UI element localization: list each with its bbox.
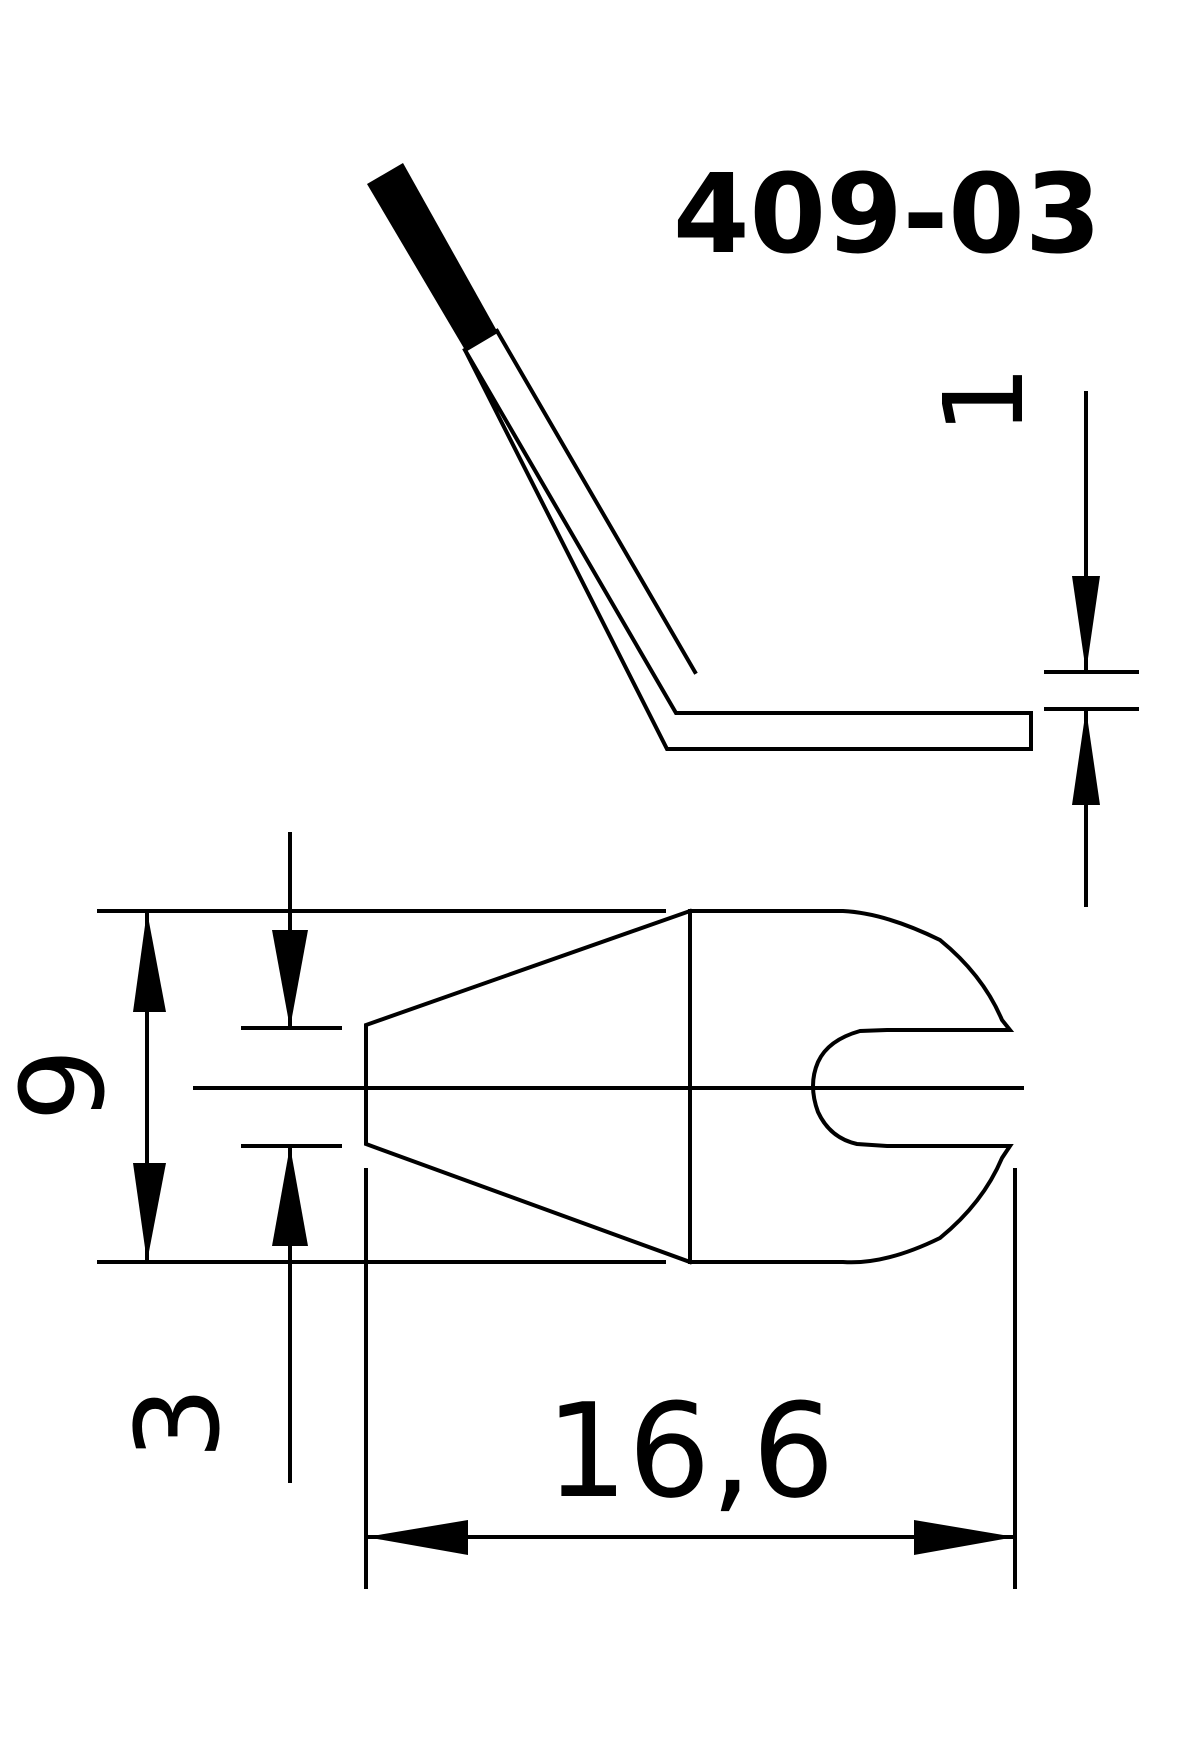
slot-arrow-bottom bbox=[272, 1146, 308, 1246]
thickness-arrow-top bbox=[1072, 576, 1100, 672]
slot-arrow-top bbox=[272, 930, 308, 1028]
side-view-tip bbox=[367, 163, 497, 350]
side-view-tip-edge bbox=[462, 328, 500, 353]
thickness-dimension: 1 bbox=[920, 365, 1139, 907]
thickness-label: 1 bbox=[920, 365, 1048, 435]
width-dimension: 9 bbox=[0, 909, 666, 1264]
length-arrow-right bbox=[914, 1520, 1015, 1555]
side-view-upper-edge bbox=[494, 328, 698, 675]
width-arrow-top bbox=[133, 911, 166, 1012]
length-label: 16,6 bbox=[545, 1375, 834, 1527]
top-view bbox=[193, 908, 1024, 1265]
barrel-outline bbox=[364, 908, 693, 1265]
slot-width-dimension: 3 bbox=[112, 832, 342, 1483]
side-view bbox=[367, 163, 1033, 751]
side-view-outline bbox=[462, 347, 1033, 751]
length-dimension: 16,6 bbox=[364, 1168, 1017, 1589]
slot-width-label: 3 bbox=[112, 1386, 246, 1459]
length-arrow-left bbox=[366, 1520, 468, 1555]
width-arrow-bottom bbox=[133, 1163, 166, 1262]
part-number: 409-03 bbox=[673, 150, 1101, 278]
width-label: 9 bbox=[0, 1048, 131, 1121]
thickness-arrow-bottom bbox=[1072, 709, 1100, 805]
